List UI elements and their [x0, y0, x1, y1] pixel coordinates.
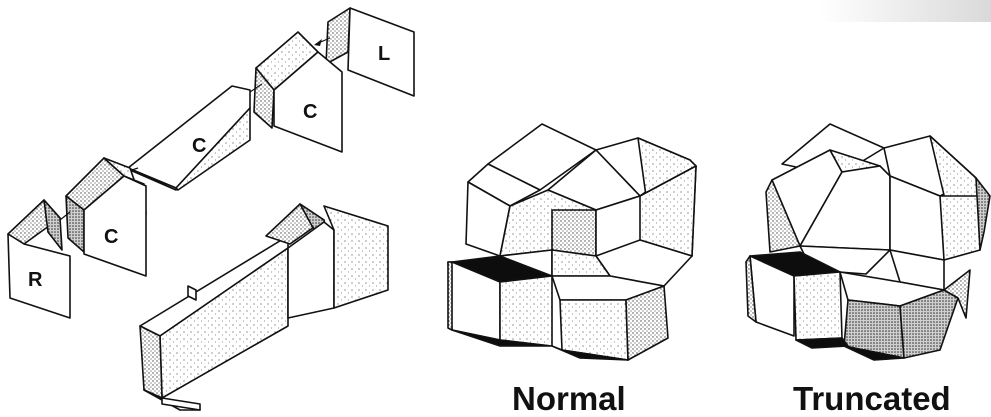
panel-c-long: C: [128, 86, 250, 190]
panel-c-lower-label: C: [104, 226, 118, 248]
caption-truncated: Truncated: [793, 380, 951, 417]
panel-r: R: [8, 200, 70, 318]
truncated-solid: [746, 124, 990, 360]
panel-r-label: R: [28, 269, 43, 291]
panel-c-lower: C: [66, 158, 146, 276]
normal-solid: [448, 124, 696, 360]
assembled-strip: [140, 204, 388, 410]
arrow-head: [314, 39, 322, 46]
panel-c-long-label: C: [192, 135, 206, 157]
caption-normal: Normal: [512, 380, 626, 417]
corner-shade: [820, 0, 991, 22]
panel-l-label: L: [378, 43, 390, 65]
panel-c-upper-label: C: [303, 101, 317, 123]
